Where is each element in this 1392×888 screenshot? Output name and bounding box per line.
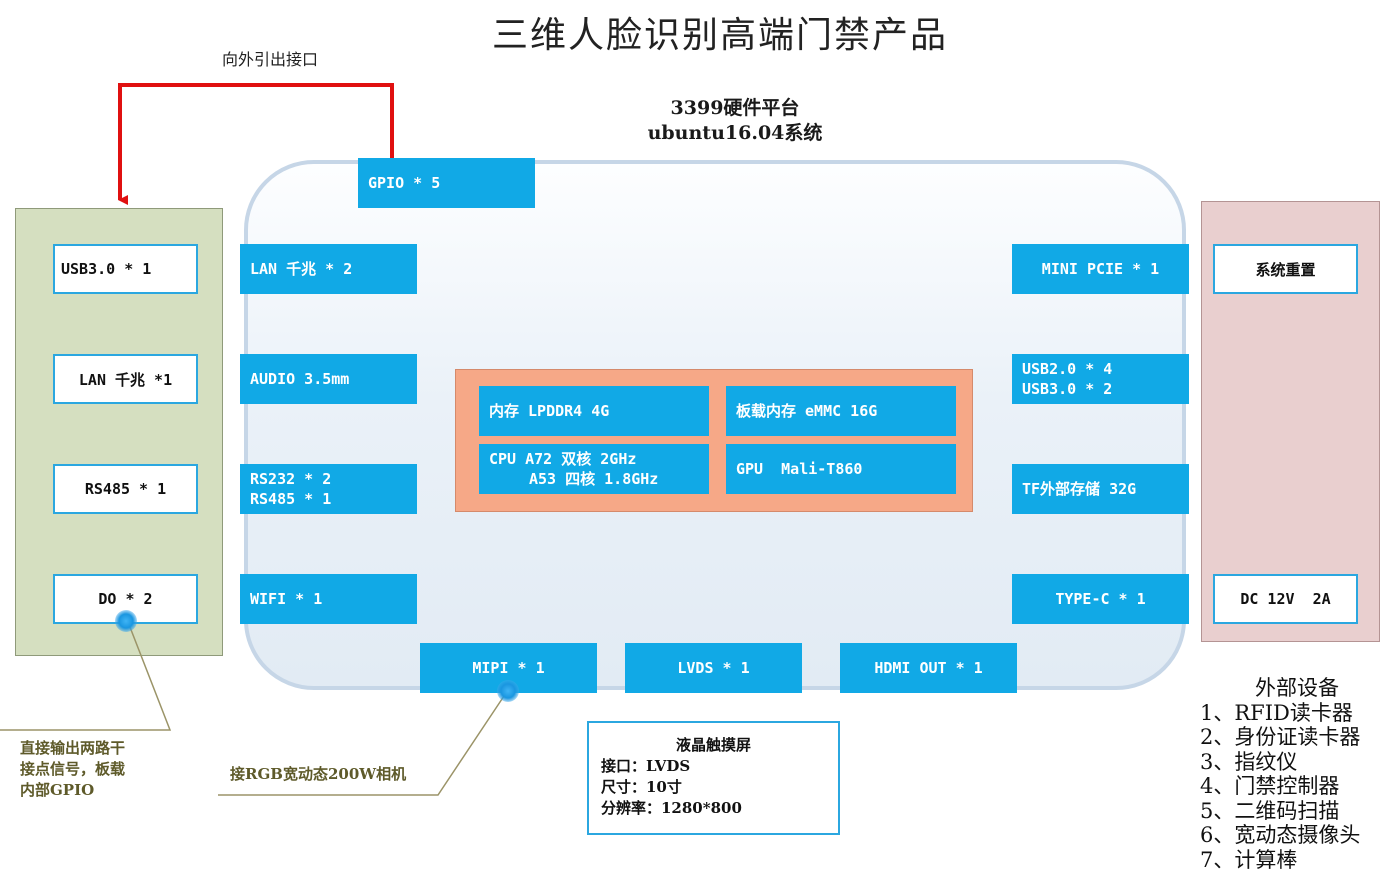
- device-item: 5、二维码扫描: [1200, 798, 1340, 823]
- port-serial-rs485: RS485 * 1: [250, 490, 332, 508]
- mipi-callout-line: [218, 689, 509, 796]
- external-interface-label: 向外引出接口: [222, 50, 319, 69]
- device-item: 3、指纹仪: [1200, 749, 1298, 774]
- lcd-resolution: 分辨率：1280*800: [601, 799, 742, 817]
- left-usb3: USB3.0 * 1: [53, 244, 198, 294]
- port-serial-rs232: RS232 * 2: [250, 470, 332, 488]
- do-callout-dot: [115, 610, 137, 632]
- do-note-line: 直接输出两路干: [20, 739, 126, 757]
- platform-os: ubuntu16.04系统: [647, 122, 823, 144]
- platform-hardware: 3399硬件平台: [670, 97, 800, 119]
- do-note-line: 接点信号，板载: [20, 760, 126, 778]
- lcd-size: 尺寸：10寸: [601, 778, 682, 796]
- port-tf: TF外部存储 32G: [1012, 464, 1189, 514]
- core-gpu: GPU Mali-T860: [726, 444, 956, 494]
- do-callout-line: [0, 621, 172, 731]
- gpio-export-arrow: [118, 83, 394, 205]
- core-cpu-a72: CPU A72 双核 2GHz: [489, 450, 637, 468]
- port-lan: LAN 千兆 * 2: [240, 244, 417, 294]
- port-audio: AUDIO 3.5mm: [240, 354, 417, 404]
- right-power: DC 12V 2A: [1213, 574, 1358, 624]
- port-usb2: USB2.0 * 4: [1022, 360, 1113, 378]
- core-emmc: 板载内存 eMMC 16G: [726, 386, 956, 436]
- left-lan: LAN 千兆 *1: [53, 354, 198, 404]
- lcd-interface: 接口：LVDS: [601, 757, 691, 775]
- device-item: 1、RFID读卡器: [1200, 700, 1353, 725]
- core-cpu-a53: A53 四核 1.8GHz: [529, 470, 659, 488]
- core-cpu: CPU A72 双核 2GHz A53 四核 1.8GHz: [479, 444, 709, 494]
- device-item: 2、身份证读卡器: [1200, 725, 1361, 749]
- platform-label: 3399硬件平台 ubuntu16.04系统: [560, 96, 910, 146]
- lcd-touchscreen-box: 液晶触摸屏 接口：LVDS 尺寸：10寸 分辨率：1280*800: [587, 721, 840, 835]
- lcd-title: 液晶触摸屏: [675, 736, 751, 754]
- port-lvds: LVDS * 1: [625, 643, 802, 693]
- port-hdmi: HDMI OUT * 1: [840, 643, 1017, 693]
- device-item: 7、计算棒: [1200, 847, 1298, 872]
- external-devices-title: 外部设备: [1255, 676, 1339, 700]
- core-memory: 内存 LPDDR4 4G: [479, 386, 709, 436]
- mipi-callout-dot: [497, 680, 519, 702]
- port-usb3: USB3.0 * 2: [1022, 380, 1113, 398]
- diagram-title: 三维人脸识别高端门禁产品: [491, 15, 948, 56]
- do-note: 直接输出两路干 接点信号，板载 内部GPIO: [20, 738, 170, 801]
- port-usb: USB2.0 * 4 USB3.0 * 2: [1012, 354, 1189, 404]
- left-rs485: RS485 * 1: [53, 464, 198, 514]
- port-mini-pcie: MINI PCIE * 1: [1012, 244, 1189, 294]
- port-gpio: GPIO * 5: [358, 158, 535, 208]
- port-serial: RS232 * 2 RS485 * 1: [240, 464, 417, 514]
- do-note-line: 内部GPIO: [20, 781, 95, 799]
- external-devices: 外部设备 1、RFID读卡器 2、身份证读卡器 3、指纹仪 4、门禁控制器 5、…: [1200, 676, 1390, 872]
- device-item: 4、门禁控制器: [1200, 774, 1340, 798]
- device-item: 6、宽动态摄像头: [1200, 823, 1361, 847]
- port-typec: TYPE-C * 1: [1012, 574, 1189, 624]
- right-system-reset: 系统重置: [1213, 244, 1358, 294]
- port-wifi: WIFI * 1: [240, 574, 417, 624]
- mipi-note: 接RGB宽动态200W相机: [230, 765, 407, 783]
